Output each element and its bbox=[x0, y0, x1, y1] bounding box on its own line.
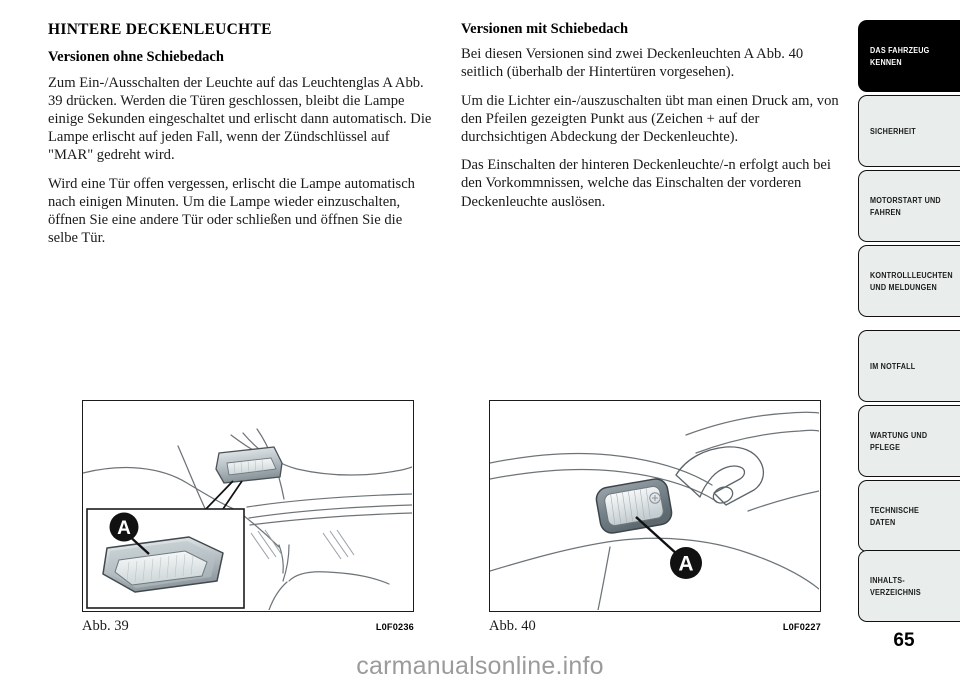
figure-40-frame: A bbox=[489, 400, 821, 612]
figure-40-caption: Abb. 40 L0F0227 bbox=[489, 618, 821, 635]
figure-39-label: Abb. 39 bbox=[82, 618, 129, 634]
sidebar-tab-label: INHALTS- VERZEICHNIS bbox=[870, 574, 921, 598]
right-paragraph-3: Das Einschalten der hinteren Deckenleuch… bbox=[461, 157, 831, 210]
lamp-small bbox=[215, 446, 283, 484]
sidebar-tab-sicherheit[interactable]: SICHERHEIT bbox=[858, 95, 960, 167]
chapter-tabs-sidebar: DAS FAHRZEUG KENNEN SICHERHEIT MOTORSTAR… bbox=[848, 0, 960, 686]
figure-39-caption: Abb. 39 L0F0236 bbox=[82, 618, 414, 635]
right-text-column: Versionen mit Schiebedach Bei diesen Ver… bbox=[461, 20, 848, 247]
plus-marker-icon bbox=[649, 492, 661, 504]
page-content: HINTERE DECKENLEUCHTE Versionen ohne Sch… bbox=[48, 20, 848, 635]
sidebar-tab-wartung-und-pflege[interactable]: WARTUNG UND PFLEGE bbox=[858, 405, 960, 477]
right-paragraph-1: Bei diesen Versionen sind zwei Deckenleu… bbox=[461, 46, 804, 81]
side-ceiling-lamp-illustration: A bbox=[490, 411, 820, 611]
svg-text:A: A bbox=[117, 518, 131, 539]
left-paragraph-2: Wird eine Tür offen vergessen, erlischt … bbox=[48, 175, 415, 247]
figure-39: A Abb. 39 L0F0236 bbox=[82, 400, 414, 635]
sidebar-tab-inhaltsverzeichnis[interactable]: INHALTS- VERZEICHNIS bbox=[858, 550, 960, 622]
figure-39-code: L0F0236 bbox=[375, 622, 414, 632]
sidebar-tab-label: KONTROLLLEUCHTEN UND MELDUNGEN bbox=[870, 269, 953, 293]
right-paragraph-2: Um die Lichter ein-/auszuschalten übt ma… bbox=[461, 92, 839, 145]
left-text-column: HINTERE DECKENLEUCHTE Versionen ohne Sch… bbox=[48, 20, 435, 247]
right-subheading: Versionen mit Schiebedach bbox=[461, 21, 629, 37]
figure-40-code: L0F0227 bbox=[782, 622, 821, 632]
figure-40: A Abb. 40 L0F0227 bbox=[489, 400, 821, 635]
sidebar-tab-label: IM NOTFALL bbox=[870, 360, 916, 371]
sidebar-tab-technische-daten[interactable]: TECHNISCHE DATEN bbox=[858, 480, 960, 552]
sidebar-tab-motorstart-und-fahren[interactable]: MOTORSTART UND FAHREN bbox=[858, 170, 960, 242]
sidebar-tab-label: DAS FAHRZEUG KENNEN bbox=[870, 44, 930, 68]
sidebar-tab-label: WARTUNG UND PFLEGE bbox=[870, 429, 928, 453]
callout-A: A bbox=[635, 516, 702, 579]
left-paragraph-1: Zum Ein-/Ausschalten der Leuchte auf das… bbox=[48, 74, 432, 164]
page-number: 65 bbox=[893, 630, 915, 651]
sidebar-tab-das-fahrzeug-kennen[interactable]: DAS FAHRZEUG KENNEN bbox=[858, 20, 960, 92]
sidebar-tab-im-notfall[interactable]: IM NOTFALL bbox=[858, 330, 960, 402]
figure-40-label: Abb. 40 bbox=[489, 618, 536, 634]
rear-ceiling-lamp-illustration: A bbox=[83, 428, 413, 611]
svg-text:A: A bbox=[678, 553, 693, 576]
left-subheading: Versionen ohne Schiebedach bbox=[48, 49, 224, 66]
figure-39-frame: A bbox=[82, 400, 414, 612]
lamp-side bbox=[595, 478, 673, 534]
sidebar-tab-label: SICHERHEIT bbox=[870, 125, 916, 136]
lamp-large bbox=[102, 536, 224, 593]
page-title: HINTERE DECKENLEUCHTE bbox=[48, 21, 272, 38]
sidebar-tab-kontrollleuchten-und-meldungen[interactable]: KONTROLLLEUCHTEN UND MELDUNGEN bbox=[858, 245, 960, 317]
text-columns: HINTERE DECKENLEUCHTE Versionen ohne Sch… bbox=[48, 20, 848, 247]
callout-A: A bbox=[109, 512, 150, 555]
sidebar-tab-label: MOTORSTART UND FAHREN bbox=[870, 194, 941, 218]
site-watermark: carmanualsonline.info bbox=[356, 652, 604, 680]
sidebar-tab-label: TECHNISCHE DATEN bbox=[870, 504, 920, 528]
